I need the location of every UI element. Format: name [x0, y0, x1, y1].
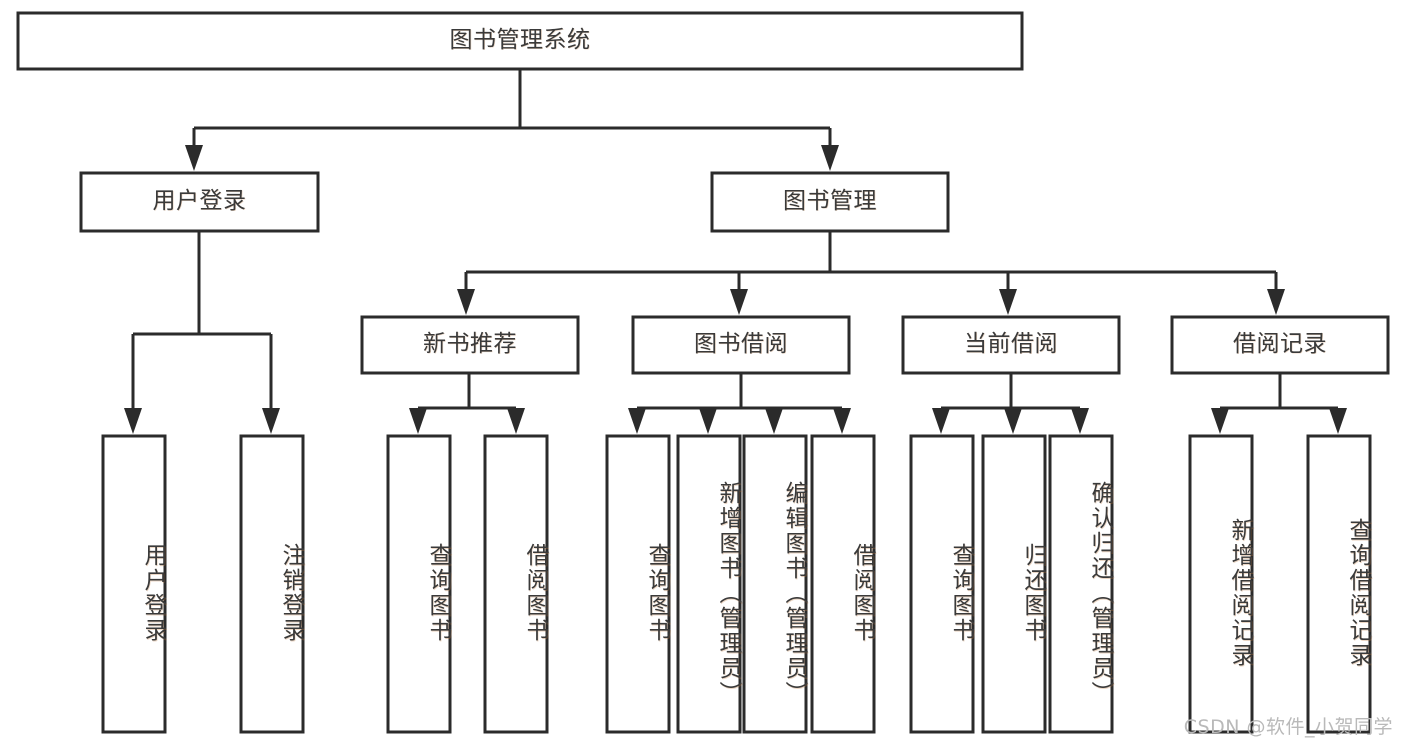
leaf-leaf-user-logout-box	[239, 434, 305, 734]
leaf-leaf-cb-query-book-box	[909, 434, 975, 734]
level3-new-book-rec-box	[360, 315, 580, 375]
root-root-box	[16, 11, 1024, 71]
level2-book-manage-box	[710, 171, 950, 233]
conn-rec-a1-head	[409, 408, 427, 434]
leaf-leaf-br-query-record-box	[1306, 434, 1372, 734]
conn-cb-a3-head	[1071, 408, 1089, 434]
leaf-leaf-bb-query-book-box	[605, 434, 671, 734]
leaf-leaf-cb-confirm-return-box	[1048, 434, 1114, 734]
conn-cb-a2-head	[1004, 408, 1022, 434]
conn-root-to-book-manage-head	[821, 145, 839, 171]
conn-rec-a2-head	[507, 408, 525, 434]
box-layer	[16, 11, 1390, 734]
leaf-leaf-bb-borrow-book-box	[810, 434, 876, 734]
conn-cb-a1-head	[932, 408, 950, 434]
conn-bb-a1-head	[628, 408, 646, 434]
leaf-leaf-bb-add-book-box	[676, 434, 742, 734]
level2-user-login-box	[79, 171, 320, 233]
leaf-leaf-bb-edit-book-box	[742, 434, 808, 734]
conn-ul-to-login-head	[124, 408, 142, 434]
conn-bm-to-borrow-head	[730, 289, 748, 315]
conn-bm-to-rec-head	[457, 289, 475, 315]
conn-bm-to-record-head	[1267, 289, 1285, 315]
leaf-leaf-user-login-box	[101, 434, 167, 734]
conn-bb-a3-head	[765, 408, 783, 434]
leaf-leaf-rec-borrow-book-box	[483, 434, 549, 734]
connector-layer	[124, 69, 1347, 434]
level3-borrow-record-box	[1170, 315, 1390, 375]
leaf-leaf-rec-query-book-box	[386, 434, 452, 734]
leaf-leaf-cb-return-book-box	[981, 434, 1047, 734]
conn-br-a2-head	[1329, 408, 1347, 434]
conn-br-a1-head	[1211, 408, 1229, 434]
level3-current-borrow-box	[901, 315, 1121, 375]
conn-bm-to-current-head	[999, 289, 1017, 315]
leaf-leaf-br-add-record-box	[1188, 434, 1254, 734]
conn-root-to-user-login-head	[185, 145, 203, 171]
level3-book-borrow-box	[631, 315, 851, 375]
conn-bb-a2-head	[699, 408, 717, 434]
conn-bb-a4-head	[833, 408, 851, 434]
conn-ul-to-logout-head	[262, 408, 280, 434]
